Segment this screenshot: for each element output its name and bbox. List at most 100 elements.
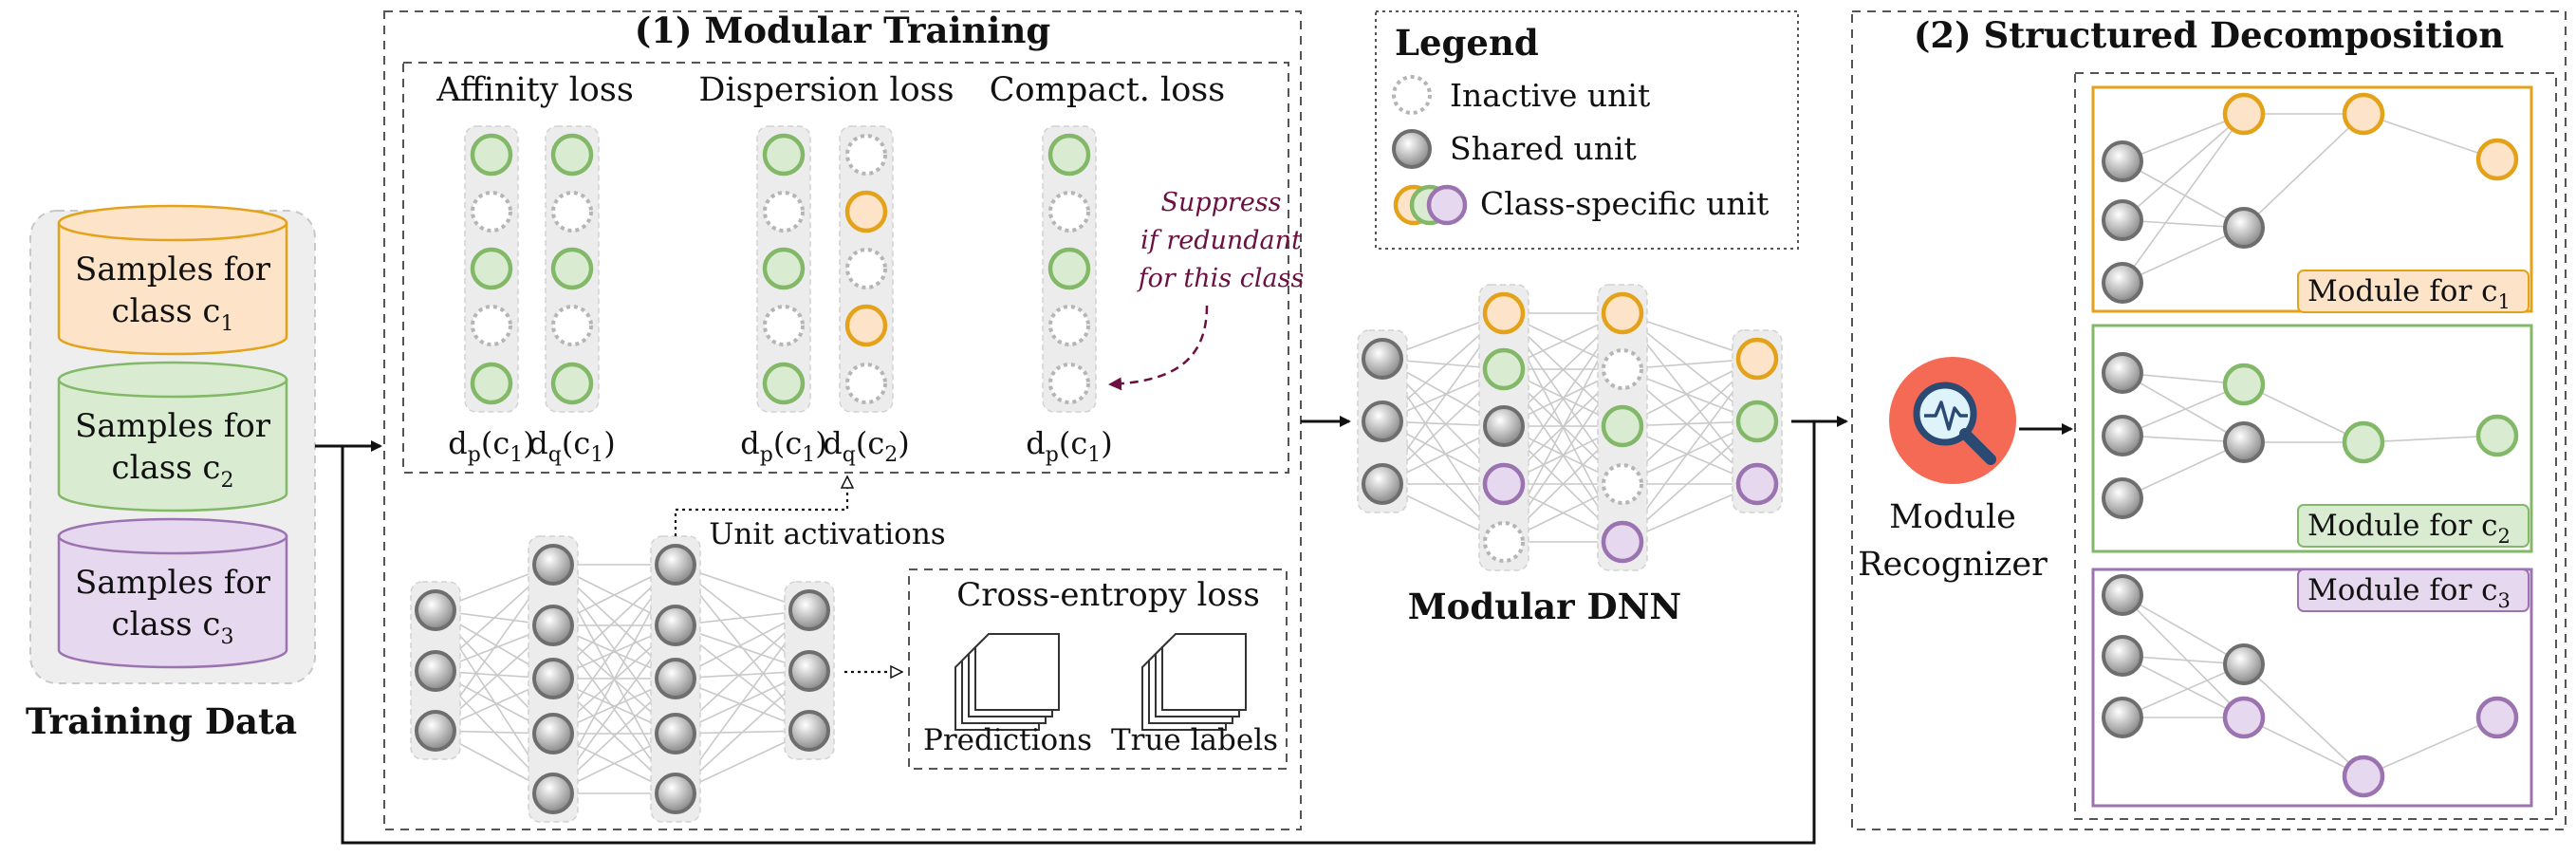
- legend-shared-label: Shared unit: [1450, 130, 1637, 167]
- shared-unit: [655, 713, 696, 755]
- distribution-close: ): [523, 425, 534, 461]
- distribution-subscript: q: [548, 443, 562, 467]
- distribution-class-subscript: 1: [1087, 443, 1101, 467]
- distribution-class-subscript: 1: [590, 443, 603, 467]
- module-edge: [2122, 113, 2245, 284]
- shared-unit: [1362, 401, 1403, 442]
- module-label-tag: [2297, 504, 2530, 548]
- cylinder-body: [57, 378, 288, 512]
- purple-class-unit: [1426, 184, 1468, 226]
- structured-decomposition-section: (2) Structured Decomposition Module Reco…: [1851, 10, 2567, 830]
- shared-unit: [788, 650, 830, 692]
- purple-class-unit: [2222, 696, 2266, 739]
- purple-class-unit: [1482, 462, 1526, 506]
- shared-unit: [532, 773, 574, 814]
- shared-unit: [532, 605, 574, 646]
- shared-unit: [2102, 574, 2143, 616]
- affinity-loss-label: Affinity loss: [436, 71, 634, 109]
- inactive-unit: [1048, 191, 1090, 233]
- cylinder-body: [57, 221, 288, 356]
- module-c3: Module for c3: [2091, 568, 2533, 808]
- structured-decomposition-title: (2) Structured Decomposition: [1914, 14, 2504, 56]
- loss-unit-columns: [464, 125, 1097, 413]
- orange-class-unit: [1601, 291, 1644, 335]
- document-sheet: [974, 633, 1060, 711]
- inactive-unit: [551, 191, 593, 233]
- shared-unit: [1362, 463, 1403, 505]
- cylinder-body: [57, 534, 288, 669]
- network-edges: [435, 564, 810, 794]
- shared-unit: [1392, 129, 1432, 169]
- green-class-unit: [1047, 247, 1091, 290]
- module-edge: [2122, 227, 2245, 284]
- orange-class-unit: [2342, 92, 2385, 136]
- cylinder-label-subscript: 2: [220, 469, 233, 493]
- inactive-unit: [845, 248, 887, 289]
- inactive-unit: [471, 191, 512, 233]
- distribution-label: dp(c1): [740, 425, 826, 467]
- legend: Legend Inactive unit Shared unit Class-s…: [1375, 10, 1799, 250]
- distribution-close: ): [603, 425, 615, 461]
- module-label-subscript: 1: [2498, 290, 2511, 313]
- distribution-subscript: p: [1046, 443, 1059, 467]
- distribution-class: (c: [856, 425, 884, 461]
- modular-dnn-section: Modular DNN: [1357, 284, 1783, 627]
- distribution-subscript: p: [760, 443, 773, 467]
- module-edge: [2122, 113, 2245, 162]
- shared-unit: [532, 658, 574, 699]
- module-c1: Module for c1: [2091, 85, 2533, 313]
- inactive-unit: [1048, 363, 1090, 404]
- legend-inactive-unit-icon: [1392, 75, 1432, 115]
- shared-unit: [655, 544, 696, 586]
- green-class-unit: [470, 133, 513, 177]
- network-edges: [1381, 312, 1758, 543]
- shared-unit: [788, 710, 830, 752]
- unit-activations-label: Unit activations: [709, 517, 945, 551]
- training-data-label: Training Data: [26, 700, 297, 742]
- module-edge: [2122, 383, 2245, 437]
- modules-container-box: [2074, 72, 2557, 820]
- distribution-class-subscript: 2: [884, 443, 898, 467]
- shared-unit: [2223, 643, 2265, 685]
- true-labels-icon: [1141, 633, 1247, 731]
- module-edge: [2363, 113, 2498, 160]
- suppress-arrow: [1108, 305, 1209, 391]
- shared-unit: [1362, 338, 1403, 380]
- inactive-unit: [1602, 348, 1643, 390]
- shared-unit: [2102, 415, 2143, 456]
- magnifier-handle: [1959, 428, 1996, 465]
- cylinder-top: [57, 361, 288, 399]
- distribution-label: dp(c1): [448, 425, 534, 467]
- inactive-unit: [763, 191, 805, 233]
- pulse-line: [1924, 401, 1968, 431]
- distribution-close: ): [1101, 425, 1112, 461]
- distribution-class: (c: [1059, 425, 1087, 461]
- green-class-unit: [1047, 133, 1091, 177]
- green-class-unit: [2222, 363, 2266, 406]
- distribution-class-subscript: 1: [802, 443, 815, 467]
- module-edge: [2122, 441, 2245, 499]
- inactive-unit: [551, 305, 593, 346]
- legend-box: [1375, 10, 1799, 250]
- module-recognizer-icon: [1889, 357, 2016, 484]
- cylinder-top: [57, 204, 288, 242]
- shared-unit: [415, 650, 456, 692]
- shared-unit: [415, 589, 456, 631]
- suppress-text-line3: for this class: [1137, 264, 1305, 293]
- module-label: Module for c1: [2307, 274, 2511, 313]
- distribution-label: dp(c1): [1026, 425, 1112, 467]
- module-recognizer-label-line1: Module: [1889, 498, 2016, 536]
- distribution-labels: dp(c1)dq(c1)dp(c1)dq(c2)dp(c1): [448, 425, 1112, 467]
- module-edge: [2122, 113, 2245, 221]
- module-edge: [2243, 663, 2364, 777]
- inactive-unit: [845, 134, 887, 176]
- cylinder-label-line2: class c1: [112, 292, 234, 336]
- legend-title: Legend: [1395, 22, 1539, 64]
- shared-unit: [2223, 207, 2265, 249]
- modular-training-section: (1) Modular Training Affinity loss Dispe…: [383, 9, 1305, 830]
- green-class-unit: [1735, 400, 1779, 443]
- shared-unit: [532, 713, 574, 755]
